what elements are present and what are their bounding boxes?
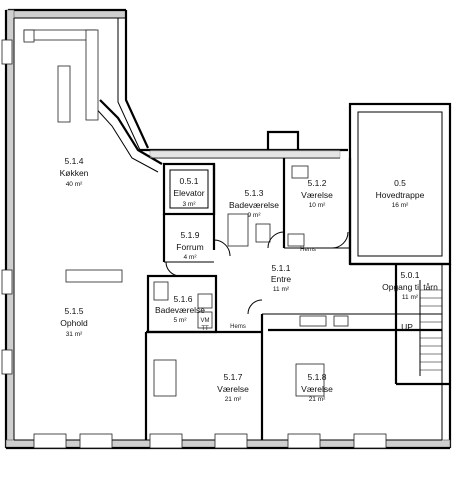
room-area: 5 m² (174, 317, 188, 324)
room-name: Elevator (173, 188, 204, 198)
room-label-opgang: 5.0.1 Opgang til tårn 11 m² (382, 270, 438, 301)
outer-walls (1, 8, 452, 450)
room-name: Køkken (60, 168, 89, 178)
room-name: Opgang til tårn (382, 282, 438, 292)
room-name: Ophold (60, 318, 88, 328)
room-area: 21 m² (225, 396, 242, 403)
room-area: 16 m² (392, 202, 409, 209)
room-number: 5.1.2 (308, 178, 327, 188)
up-label: UP (401, 322, 413, 332)
room-number: 5.1.3 (245, 188, 264, 198)
room-number: 5.1.5 (65, 306, 84, 316)
room-label-elevator: 0.5.1 Elevator 3 m² (173, 176, 204, 208)
room-number: 5.1.1 (272, 263, 291, 273)
room-area: 11 m² (402, 294, 419, 301)
tt-label: TT (201, 326, 209, 332)
room-label-badevaerelse-1: 5.1.3 Badeværelse 9 m² (229, 188, 279, 219)
vm-label: VM (201, 318, 210, 324)
room-label-vaerelse-2: 5.1.7 Værelse 21 m² (217, 372, 249, 403)
room-number: 5.1.4 (65, 156, 84, 166)
room-name: Forrum (176, 242, 203, 252)
room-name: Badeværelse (229, 200, 279, 210)
room-area: 31 m² (66, 331, 83, 338)
room-number: 5.1.6 (174, 294, 193, 304)
room-name: Entre (271, 274, 292, 284)
room-name: Værelse (301, 190, 333, 200)
room-number: 0.5 (394, 178, 406, 188)
room-label-entre: 5.1.1 Entre 11 m² (271, 263, 292, 293)
interior-walls (144, 158, 450, 440)
hems-label: Hems (300, 247, 316, 253)
room-area: 11 m² (273, 286, 290, 293)
room-label-hovedtrappe: 0.5 Hovedtrappe 16 m² (376, 178, 425, 209)
room-number: 5.0.1 (401, 270, 420, 280)
room-name: Værelse (301, 384, 333, 394)
room-label-vaerelse-3: 5.1.8 Værelse 21 m² (301, 372, 333, 403)
hems-label: Hems (230, 324, 246, 330)
room-area: 10 m² (309, 202, 326, 209)
room-number: 5.1.9 (181, 230, 200, 240)
room-area: 4 m² (184, 254, 198, 261)
room-name: Badeværelse (155, 305, 205, 315)
room-area: 3 m² (183, 201, 197, 208)
room-number: 0.5.1 (180, 176, 199, 186)
room-area: 9 m² (248, 212, 262, 219)
room-label-vaerelse-1: 5.1.2 Værelse 10 m² (301, 178, 333, 209)
room-label-kokken: 5.1.4 Køkken 40 m² (60, 156, 89, 188)
room-number: 5.1.7 (224, 372, 243, 382)
room-area: 40 m² (66, 181, 83, 188)
kitchen-fixtures (23, 29, 123, 283)
room-label-ophold: 5.1.5 Ophold 31 m² (60, 306, 88, 338)
room-name: Hovedtrappe (376, 190, 425, 200)
room-label-badevaerelse-2: 5.1.6 Badeværelse 5 m² (155, 294, 205, 324)
room-number: 5.1.8 (308, 372, 327, 382)
room-label-forrum: 5.1.9 Forrum 4 m² (176, 230, 203, 261)
room-area: 21 m² (309, 396, 326, 403)
room-name: Værelse (217, 384, 249, 394)
